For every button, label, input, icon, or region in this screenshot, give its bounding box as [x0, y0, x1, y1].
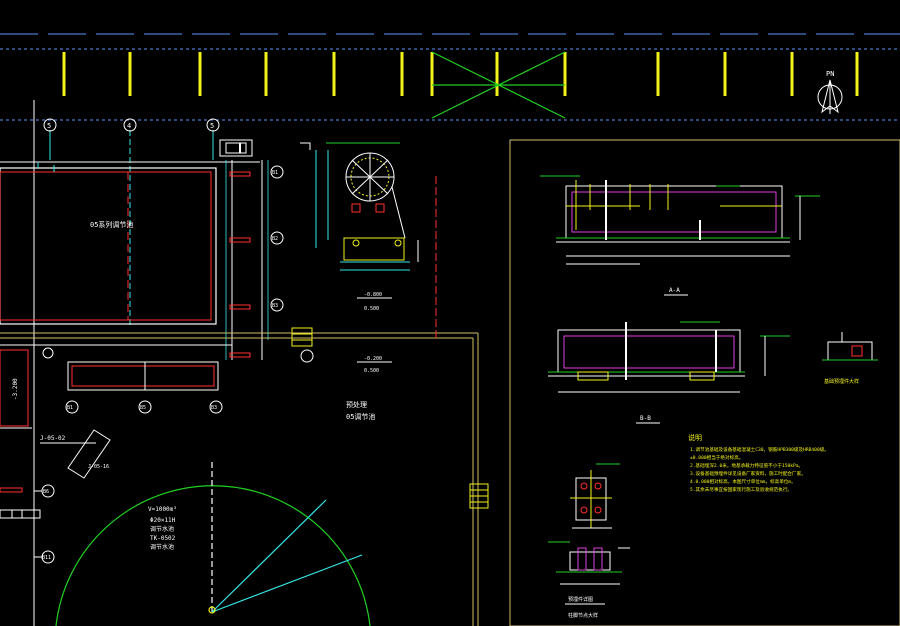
column-row	[62, 52, 859, 96]
tank-label-2: Φ20×11H	[150, 517, 176, 524]
regulating-pool-plan: 05系列调节池	[0, 161, 260, 325]
section-label-2: -0.200	[364, 356, 382, 362]
tank-label-1: V=1000m³	[148, 506, 177, 513]
blower-detail	[300, 142, 437, 340]
small-detail: 基础预埋件大样	[822, 332, 878, 385]
axis-bubble-bottom-2: B5	[140, 405, 146, 411]
section-label-1: -0.800	[364, 292, 382, 298]
section-sub-2: 0.500	[364, 368, 379, 374]
section-a-a: A-A	[540, 175, 820, 296]
note-line-1: 1.调节池基础及设备基础混凝土C30，钢筋HPB300级及HRB400级。	[690, 446, 829, 453]
section-sub-1: 0.500	[364, 306, 379, 312]
lower-left-rooms: -3.200	[0, 344, 232, 519]
axis-bubble-bottom-3: B3	[211, 405, 217, 411]
stair-block	[291, 327, 313, 347]
bottom-detail: 预埋件详图 柱脚节点大样	[548, 541, 630, 619]
axis-bubble-top-3: 5	[210, 122, 214, 130]
bottom-axis-bubbles: B1 B5 B3	[65, 400, 223, 414]
tank-label-3: 调节水池	[150, 525, 174, 533]
axis-bubble-left-1: B6	[43, 489, 49, 495]
x-bracing	[431, 51, 566, 119]
detail-small-label: 基础预埋件大样	[824, 378, 859, 385]
note-line-2: ±0.000相当于绝对标高。	[690, 454, 743, 461]
note-line-4: 3.设备基础预埋件详见设备厂家资料，施工时配合厂家。	[690, 470, 806, 477]
marker-j0516: J-05-16	[88, 464, 109, 470]
section-b-b-label: B-B	[640, 415, 651, 422]
room-label-2: 05调节池	[346, 412, 375, 421]
axis-bubble-bottom-1: B1	[67, 405, 73, 411]
north-arrow: PN	[817, 70, 843, 114]
axis-bubble-right-3: B3	[272, 303, 278, 309]
marker-j0502: J-05-02	[40, 435, 66, 442]
section-a-a-label: A-A	[669, 287, 680, 294]
axis-bubble-left-2: B11	[42, 555, 51, 561]
note-line-3: 2.基础埋深2.0米，地基承载力特征值不小于150kPa。	[690, 462, 803, 469]
tank-plan: V=1000m³ Φ20×11H 调节水池 TK-0502 调节水池	[55, 462, 371, 626]
tank-label-5: 调节水池	[150, 543, 174, 551]
note-line-6: 5.其余未尽事宜按国家现行施工及验收规范执行。	[690, 486, 792, 493]
detail-panel-border	[509, 139, 900, 626]
axis-bubble-top-1: 5	[47, 122, 51, 130]
room-label-1: 预处理	[346, 400, 367, 409]
axis-bubble-right-2: B2	[272, 236, 278, 242]
equipment-markers: J-05-02 J-05-16	[40, 429, 111, 479]
notes-block: 说明 1.调节池基础及设备基础混凝土C30，钢筋HPB300级及HRB400级。…	[688, 433, 829, 493]
pool-label: 05系列调节池	[90, 220, 133, 229]
north-label: PN	[826, 70, 834, 78]
top-grid-lines	[0, 33, 900, 121]
detail-bottom-label: 柱脚节点大样	[568, 612, 598, 619]
section-labels: -0.800 0.500 -0.200 0.500	[357, 292, 392, 374]
elevation-left: -3.200	[12, 378, 19, 400]
detail-bolt-label: 预埋件详图	[568, 596, 593, 603]
room-labels: 预处理 05调节池	[346, 400, 375, 421]
side-corridor	[219, 139, 269, 360]
note-line-5: 4.0.000相对标高，本图尺寸单位mm，标高单位m。	[690, 478, 796, 485]
bolt-detail	[570, 463, 620, 529]
axis-bubble-right-1: B1	[272, 170, 278, 176]
section-b-b: B-B	[548, 321, 790, 424]
left-axis-bubbles: B6 B11	[34, 347, 55, 564]
notes-title: 说明	[688, 433, 702, 442]
axis-bubble-top-2: 4	[127, 122, 131, 130]
right-axis-bubbles: B1 B2 B3	[270, 165, 314, 363]
building-outline	[0, 332, 489, 626]
tank-label-4: TK-0502	[150, 535, 176, 542]
